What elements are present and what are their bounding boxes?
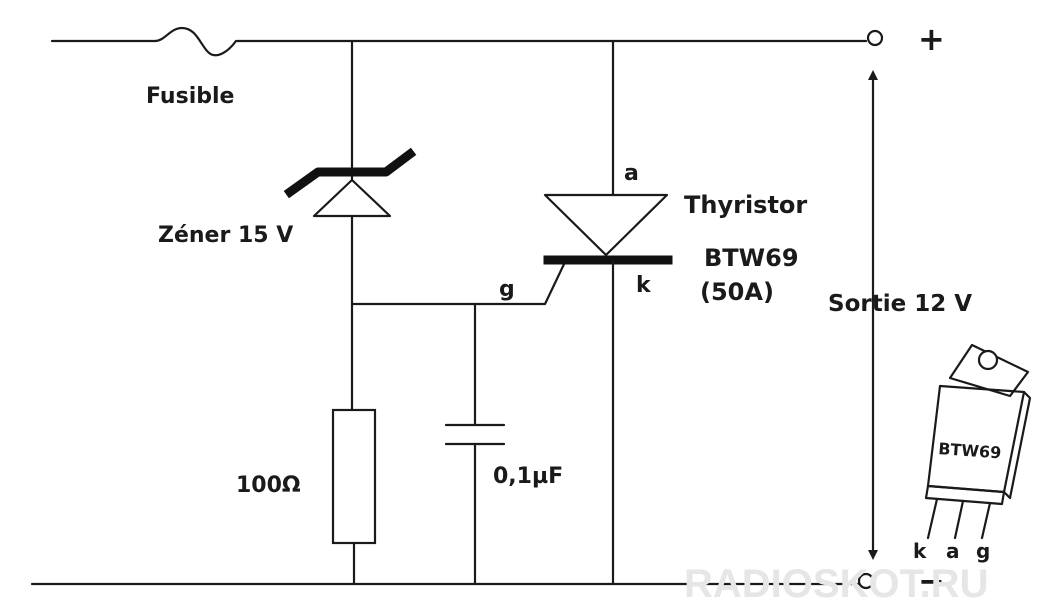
capacitor-label: 0,1µF	[493, 464, 563, 489]
pin-g-label: g	[976, 539, 990, 563]
pin-k-label: k	[913, 539, 927, 563]
fuse-label: Fusible	[146, 84, 234, 109]
thyristor-triangle	[543, 193, 669, 257]
output-arrow-head-up	[868, 70, 878, 80]
thyristor-label: Thyristor	[684, 191, 807, 219]
pin-a-label: a	[946, 539, 960, 563]
package-marking: BTW69	[938, 439, 1002, 462]
fuse-symbol	[153, 26, 264, 57]
resistor-label: 100Ω	[236, 473, 301, 498]
resistor-symbol	[331, 408, 377, 545]
package-pin-a	[953, 499, 965, 540]
zener-diode-triangle	[312, 178, 392, 218]
package-base	[924, 484, 1006, 506]
btw69-package-drawing	[924, 343, 1032, 540]
zener-label: Zéner 15 V	[158, 223, 293, 248]
watermark: RADIOSKOT.RU	[684, 562, 988, 606]
anode-label: a	[624, 161, 639, 186]
minus-sign: −	[918, 562, 945, 600]
zener-diode-bar	[283, 147, 417, 199]
plus-sign: +	[918, 20, 945, 58]
package-pin-k	[926, 497, 939, 540]
package-pin-g	[980, 501, 992, 540]
output-arrow-head-down	[868, 550, 878, 560]
gate-label: g	[499, 277, 515, 302]
cathode-label: k	[636, 273, 652, 298]
output-label: Sortie 12 V	[828, 291, 972, 317]
package-mounting-hole	[977, 349, 999, 371]
gate-node-wire	[350, 260, 567, 306]
negative-terminal	[857, 572, 875, 590]
current-rating-label: (50A)	[700, 278, 774, 306]
package-body-edge	[1002, 390, 1032, 500]
part-number-label: BTW69	[704, 244, 799, 272]
positive-terminal	[866, 29, 884, 47]
